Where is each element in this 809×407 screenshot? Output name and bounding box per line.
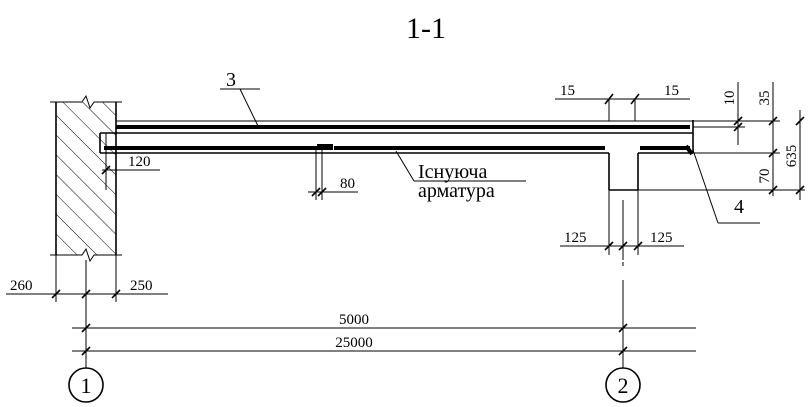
slab [99,120,694,191]
dim-70: 70 [757,169,773,184]
dim-rib-125-125: 125 125 [560,190,684,260]
axis-1-label: 1 [81,373,92,398]
existing-rebar-label-line1: Існуюча [418,161,487,183]
dim-120-label: 120 [128,154,151,170]
leader-existing-rebar: Існуюча арматура [395,150,526,202]
dim-80-label: 80 [340,176,355,192]
dim-120: 120 [101,133,160,190]
dim-spans: 5000 25000 [72,312,696,356]
dim-span-25000: 25000 [335,335,373,351]
dim-wall-250: 250 [130,278,153,294]
dim-top-15-15: 15 15 [555,83,690,121]
leader-4-label: 4 [734,196,744,218]
leader-3-label: 3 [226,69,236,91]
dim-80: 80 [308,150,358,200]
masonry-wall [50,94,122,263]
dim-35: 35 [757,91,773,106]
dim-right-chain: 10 35 70 635 [638,82,805,200]
axis-marker-1: 1 [68,367,104,403]
new-rebar-layer [115,120,693,133]
leader-4: 4 [692,149,760,224]
dim-span-5000: 5000 [339,312,369,328]
leader-3: 3 [220,69,260,127]
existing-rebar-label-line2: арматура [418,180,495,202]
dim-635: 635 [784,145,800,168]
dim-10: 10 [722,91,738,106]
section-title: 1-1 [406,12,446,45]
dim-top-left-15: 15 [560,83,575,99]
axis-marker-2: 2 [605,367,641,403]
dim-top-right-15: 15 [664,83,679,99]
existing-rebar [104,144,694,156]
dim-wall-260: 260 [10,278,33,294]
dim-rib-left-125: 125 [564,230,587,246]
dim-rib-right-125: 125 [650,230,673,246]
dim-wall-260-250: 260 250 [6,255,168,302]
axis-2-label: 2 [618,373,629,398]
